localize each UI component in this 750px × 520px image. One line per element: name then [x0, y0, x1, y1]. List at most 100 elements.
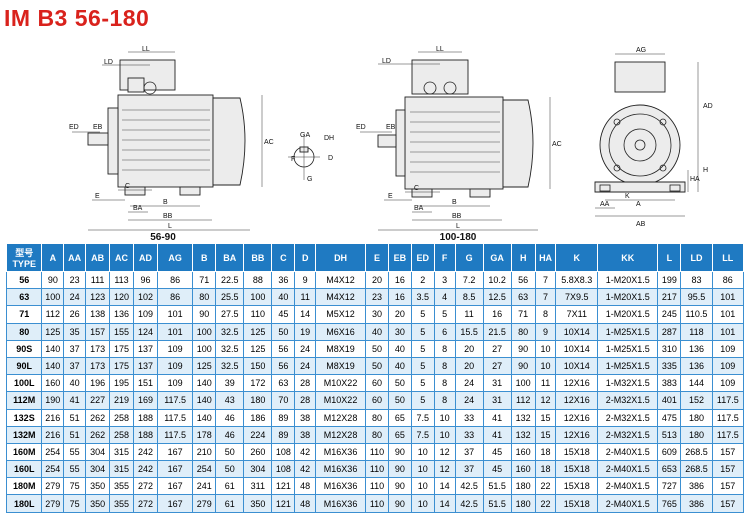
table-cell: 101: [156, 322, 194, 341]
table-cell: 138: [85, 305, 111, 324]
table-cell: 110: [365, 494, 389, 513]
table-cell: 653: [657, 460, 682, 479]
table-cell: 117.5: [156, 425, 194, 444]
table-cell: 109: [156, 374, 194, 393]
table-cell: 23: [365, 288, 389, 307]
table-cell: 172: [243, 374, 273, 393]
table-cell: 167: [156, 442, 194, 462]
label-e: E: [95, 193, 100, 200]
cell-type: 90L: [5, 356, 43, 376]
table-cell: 9: [534, 322, 557, 341]
table-cell: 241: [192, 477, 217, 496]
table-cell: 123: [85, 288, 111, 307]
table-cell: 121: [271, 477, 296, 496]
table-cell: 5: [433, 305, 456, 324]
table-cell: 137: [132, 356, 158, 376]
table-cell: 125: [243, 322, 273, 341]
table-cell: 5: [410, 391, 435, 410]
table-cell: 30: [365, 305, 389, 324]
header-col: F: [433, 243, 456, 272]
label-ba: BA: [133, 205, 143, 212]
table-cell: M16X36: [315, 460, 367, 479]
table-cell: 88: [243, 270, 273, 290]
table-cell: 43: [215, 391, 245, 410]
table-cell: 210: [192, 442, 217, 462]
table-cell: 272: [132, 477, 158, 496]
table-cell: 132: [510, 425, 536, 444]
cell-type: 100L: [5, 374, 43, 393]
table-cell: 1-M20X1.5: [597, 288, 659, 307]
table-cell: 15X18: [555, 477, 599, 496]
label-eb: EB: [93, 124, 103, 131]
table-cell: 33: [454, 408, 484, 427]
table-cell: 12X16: [555, 374, 599, 393]
table-cell: 100: [41, 288, 65, 307]
table-cell: 150: [243, 356, 273, 376]
label-e-2: E: [388, 193, 393, 200]
table-cell: 80: [365, 425, 389, 444]
table-cell: 216: [41, 425, 65, 444]
label-ld: LD: [104, 59, 113, 66]
table-cell: 160: [510, 442, 536, 462]
table-cell: 110.5: [680, 305, 713, 324]
table-cell: 386: [680, 477, 713, 496]
table-cell: 401: [657, 391, 682, 410]
table-cell: 140: [41, 356, 65, 376]
table-cell: 33: [454, 425, 484, 444]
table-cell: 1-M25X1.5: [597, 356, 659, 376]
table-cell: 41: [482, 425, 512, 444]
table-cell: 50: [271, 322, 296, 341]
table-cell: 50: [215, 460, 245, 479]
cell-type: 132S: [5, 408, 43, 427]
table-cell: 2: [410, 270, 435, 290]
table-cell: 80: [192, 288, 217, 307]
table-cell: 304: [85, 442, 111, 462]
header-col: AG: [156, 243, 194, 272]
table-cell: 14: [433, 477, 456, 496]
table-cell: 50: [387, 391, 412, 410]
table-cell: 90: [510, 356, 536, 376]
table-cell: 41: [482, 408, 512, 427]
table-cell: 167: [156, 477, 194, 496]
table-cell: M12X28: [315, 425, 367, 444]
table-cell: M10X22: [315, 374, 367, 393]
table-cell: 11: [294, 288, 317, 307]
table-cell: 262: [85, 408, 111, 427]
table-cell: 268.5: [680, 442, 713, 462]
header-col: AC: [109, 243, 134, 272]
table-cell: 40: [387, 356, 412, 376]
table-cell: 10: [433, 408, 456, 427]
table-cell: 335: [657, 356, 682, 376]
table-cell: 50: [365, 339, 389, 358]
table-cell: 258: [109, 408, 134, 427]
table-cell: 2-M40X1.5: [597, 494, 659, 513]
table-cell: 112: [510, 391, 536, 410]
table-cell: 167: [156, 460, 194, 479]
table-cell: 60: [365, 391, 389, 410]
table-cell: 311: [243, 477, 273, 496]
table-cell: 140: [41, 339, 65, 358]
header-col: E: [365, 243, 389, 272]
table-cell: 216: [41, 408, 65, 427]
label-a: A: [636, 201, 641, 208]
table-cell: M4X12: [315, 270, 367, 290]
table-cell: 10: [534, 339, 557, 358]
table-cell: 136: [680, 339, 713, 358]
table-cell: 46: [215, 408, 245, 427]
table-cell: 12: [433, 460, 456, 479]
front-view-drawing: AG AD HA H K AA A AB: [594, 47, 713, 228]
table-cell: 196: [85, 374, 111, 393]
table-cell: 245: [657, 305, 682, 324]
table-cell: 108: [271, 442, 296, 462]
table-cell: 117.5: [156, 408, 194, 427]
label-g: G: [307, 176, 312, 183]
table-cell: 109: [711, 339, 745, 358]
table-cell: 5: [410, 356, 435, 376]
table-cell: 10: [534, 356, 557, 376]
table-cell: 350: [85, 477, 111, 496]
table-cell: 7.5: [410, 408, 435, 427]
table-cell: 117.5: [156, 391, 194, 410]
